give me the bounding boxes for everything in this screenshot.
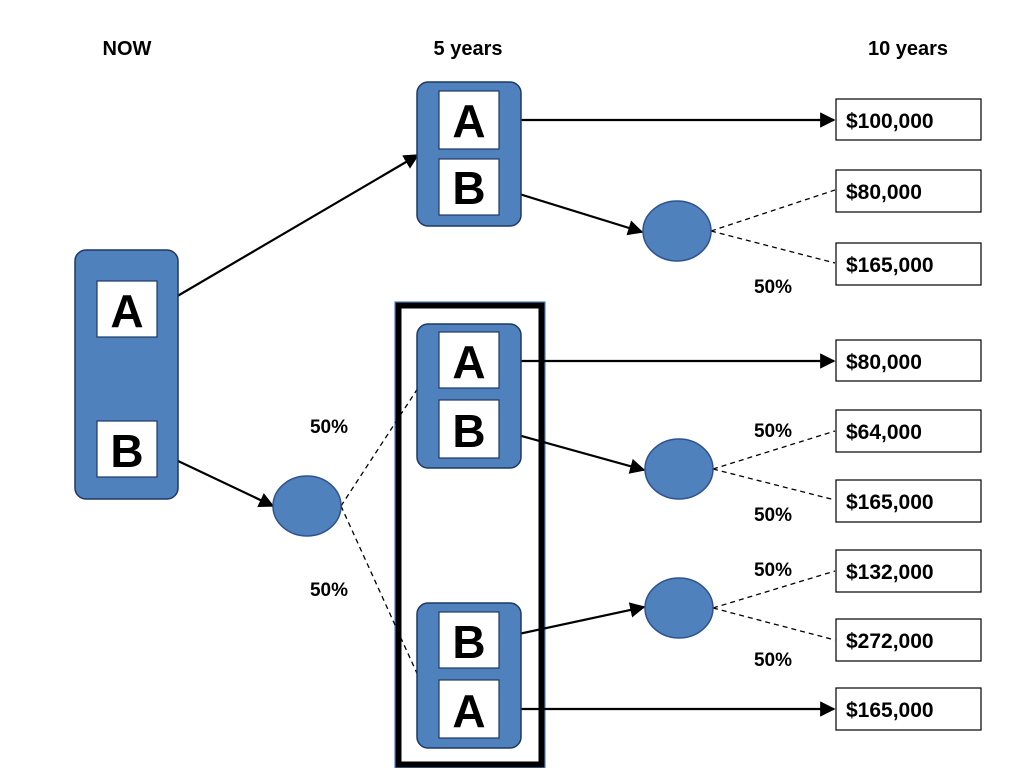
dash-chance1-up [710, 189, 836, 232]
payoff-box: $64,000 [835, 409, 982, 453]
highlight-frame-outline [394, 301, 546, 768]
prob-label: 50% [310, 580, 348, 601]
upper-option-a [438, 90, 500, 150]
prob-label: 50% [754, 505, 792, 526]
upper-option-a-label: A [452, 95, 485, 147]
payoff-box: $80,000 [835, 339, 982, 382]
payoff-box: $80,000 [835, 169, 982, 213]
bottom-option-a [438, 679, 500, 739]
payoff-box: $165,000 [835, 242, 982, 286]
prob-label: 50% [754, 277, 792, 298]
now-option-b [96, 420, 158, 478]
chance-node-now [272, 475, 342, 537]
middle-option-a [438, 331, 500, 389]
payoff-value: $100,000 [846, 110, 934, 133]
payoff-box: $165,000 [835, 479, 982, 523]
payoff-box: $272,000 [835, 618, 982, 662]
payoff-value: $165,000 [846, 254, 934, 277]
payoff-value: $132,000 [846, 561, 934, 584]
dash-chance1-down [710, 230, 836, 264]
now-option-b-label: B [110, 425, 143, 477]
header-5-years: 5 years [434, 38, 503, 60]
payoff-value: $64,000 [846, 421, 922, 444]
bottom-option-a-label: A [452, 685, 485, 737]
bottom-option-b [438, 611, 500, 669]
payoff-value: $165,000 [846, 699, 934, 722]
edge-5b-to-chance-1 [499, 186, 644, 236]
dash-chance2-up [712, 430, 836, 470]
chance-node-1 [642, 200, 712, 262]
upper-option-b-label: B [452, 162, 485, 214]
dash-chance0-down [340, 505, 421, 681]
bottom-option-b-label: B [452, 616, 485, 668]
dash-chance3-down [712, 607, 836, 641]
chance-node-2 [644, 438, 714, 500]
edge-bottom-b-to-chance-3 [499, 602, 646, 640]
dash-chance2-down [712, 468, 836, 501]
highlight-frame [394, 301, 546, 768]
prob-label: 50% [754, 650, 792, 671]
dash-chance3-up [712, 570, 836, 609]
header-10-years: 10 years [868, 38, 948, 60]
now-option-a-label: A [110, 285, 143, 337]
prob-label: 50% [754, 560, 792, 581]
payoff-value: $80,000 [846, 351, 922, 374]
upper-option-b [438, 158, 500, 216]
middle-option-b [438, 399, 500, 459]
payoff-box: $165,000 [835, 687, 982, 731]
payoff-box: $132,000 [835, 549, 982, 593]
middle-option-b-label: B [452, 405, 485, 457]
header-now: NOW [103, 38, 152, 60]
payoff-box: $100,000 [835, 98, 982, 141]
payoff-value: $272,000 [846, 630, 934, 653]
chance-node-3 [644, 577, 714, 639]
edge-now-a-to-5a [156, 154, 420, 309]
payoff-value: $165,000 [846, 491, 934, 514]
middle-option-a-label: A [452, 336, 485, 388]
payoff-value: $80,000 [846, 181, 922, 204]
dash-chance0-up [340, 384, 421, 507]
now-option-a [96, 280, 158, 338]
prob-label: 50% [754, 421, 792, 442]
prob-label: 50% [310, 417, 348, 438]
edge-lower-b-to-chance-2 [499, 428, 646, 474]
